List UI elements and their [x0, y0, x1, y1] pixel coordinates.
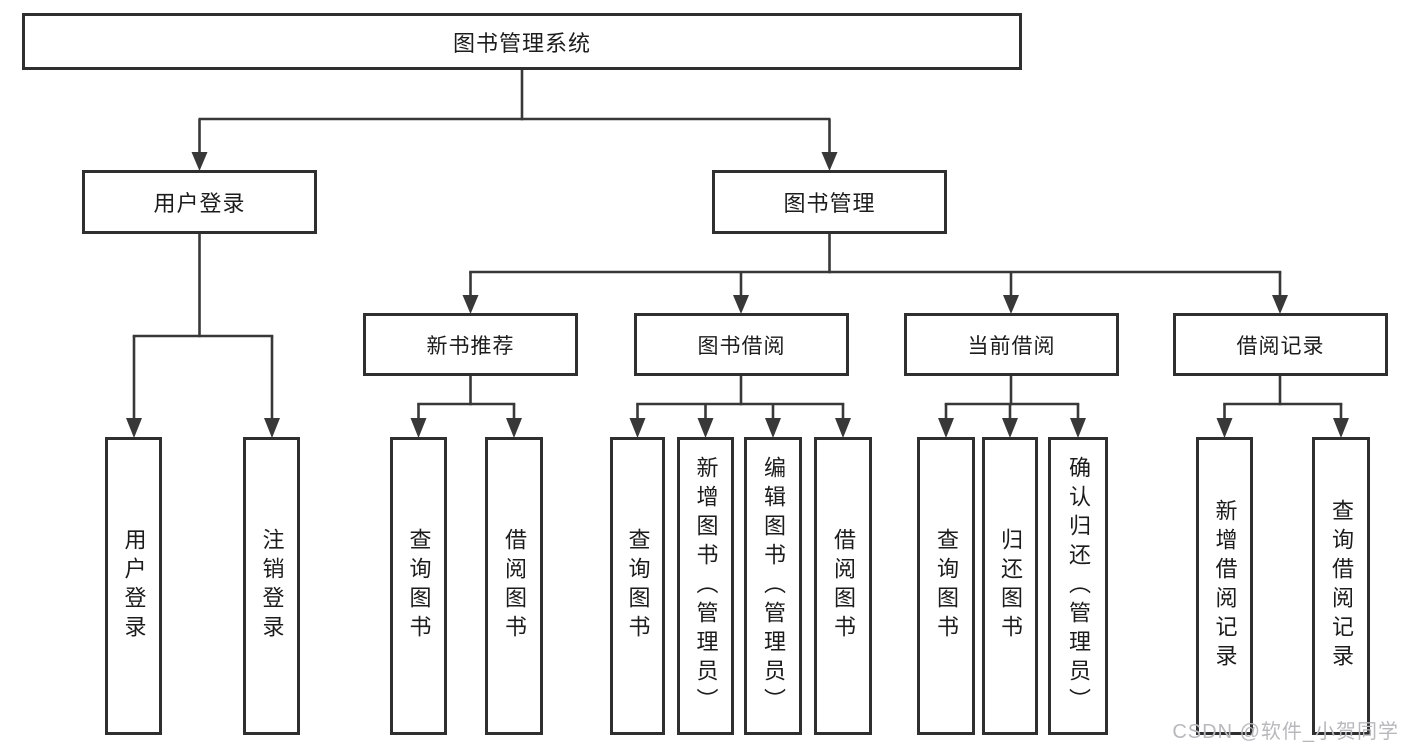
leaf-current-query-books: 查询图书 [917, 437, 975, 735]
leaf-current-confirm-return-admin: 确认归还（管理员） [1048, 437, 1108, 735]
node-borrowing-records: 借阅记录 [1173, 313, 1388, 376]
node-label: 借阅记录 [1236, 334, 1325, 358]
leaf-label: 确认归还（管理员） [1066, 455, 1091, 717]
node-label: 用户登录 [153, 191, 246, 216]
node-current-borrowing: 当前借阅 [904, 313, 1119, 376]
leaf-borrow-edit-books-admin: 编辑图书（管理员） [744, 437, 802, 735]
leaf-label: 注销登录 [259, 528, 285, 644]
leaf-label: 查询图书 [406, 528, 432, 644]
leaf-current-return-books: 归还图书 [982, 437, 1038, 735]
leaf-records-add-record: 新增借阅记录 [1196, 437, 1253, 735]
leaf-label: 查询图书 [625, 528, 651, 644]
node-label: 图书管理系统 [452, 30, 591, 56]
leaf-label: 归还图书 [998, 528, 1023, 644]
node-book-borrowing: 图书借阅 [634, 313, 849, 376]
leaf-logout-login: 注销登录 [243, 437, 300, 735]
node-label: 图书借阅 [697, 334, 786, 358]
node-user-login: 用户登录 [82, 170, 317, 234]
node-new-book-recommendation: 新书推荐 [363, 313, 578, 376]
node-label: 当前借阅 [967, 334, 1056, 358]
leaf-label: 新增借阅记录 [1212, 499, 1238, 673]
node-book-management: 图书管理 [712, 170, 947, 234]
leaf-borrow-borrow-books: 借阅图书 [814, 437, 872, 735]
leaf-borrow-add-books-admin: 新增图书（管理员） [677, 437, 734, 735]
leaf-borrow-query-books: 查询图书 [610, 437, 665, 735]
node-library-system: 图书管理系统 [22, 13, 1022, 70]
leaf-label: 借阅图书 [831, 528, 856, 644]
node-label: 图书管理 [783, 191, 876, 216]
leaf-label: 查询借阅记录 [1329, 499, 1354, 673]
leaf-label: 用户登录 [121, 528, 147, 644]
leaf-recommend-borrow-books: 借阅图书 [485, 437, 543, 735]
leaf-records-query-record: 查询借阅记录 [1312, 437, 1370, 735]
leaf-label: 编辑图书（管理员） [761, 455, 786, 717]
leaf-recommend-query-books: 查询图书 [390, 437, 447, 735]
leaf-label: 借阅图书 [502, 528, 527, 644]
leaf-label: 新增图书（管理员） [693, 455, 719, 717]
leaf-user-login: 用户登录 [105, 437, 162, 735]
leaf-label: 查询图书 [934, 528, 959, 644]
node-label: 新书推荐 [426, 334, 515, 358]
